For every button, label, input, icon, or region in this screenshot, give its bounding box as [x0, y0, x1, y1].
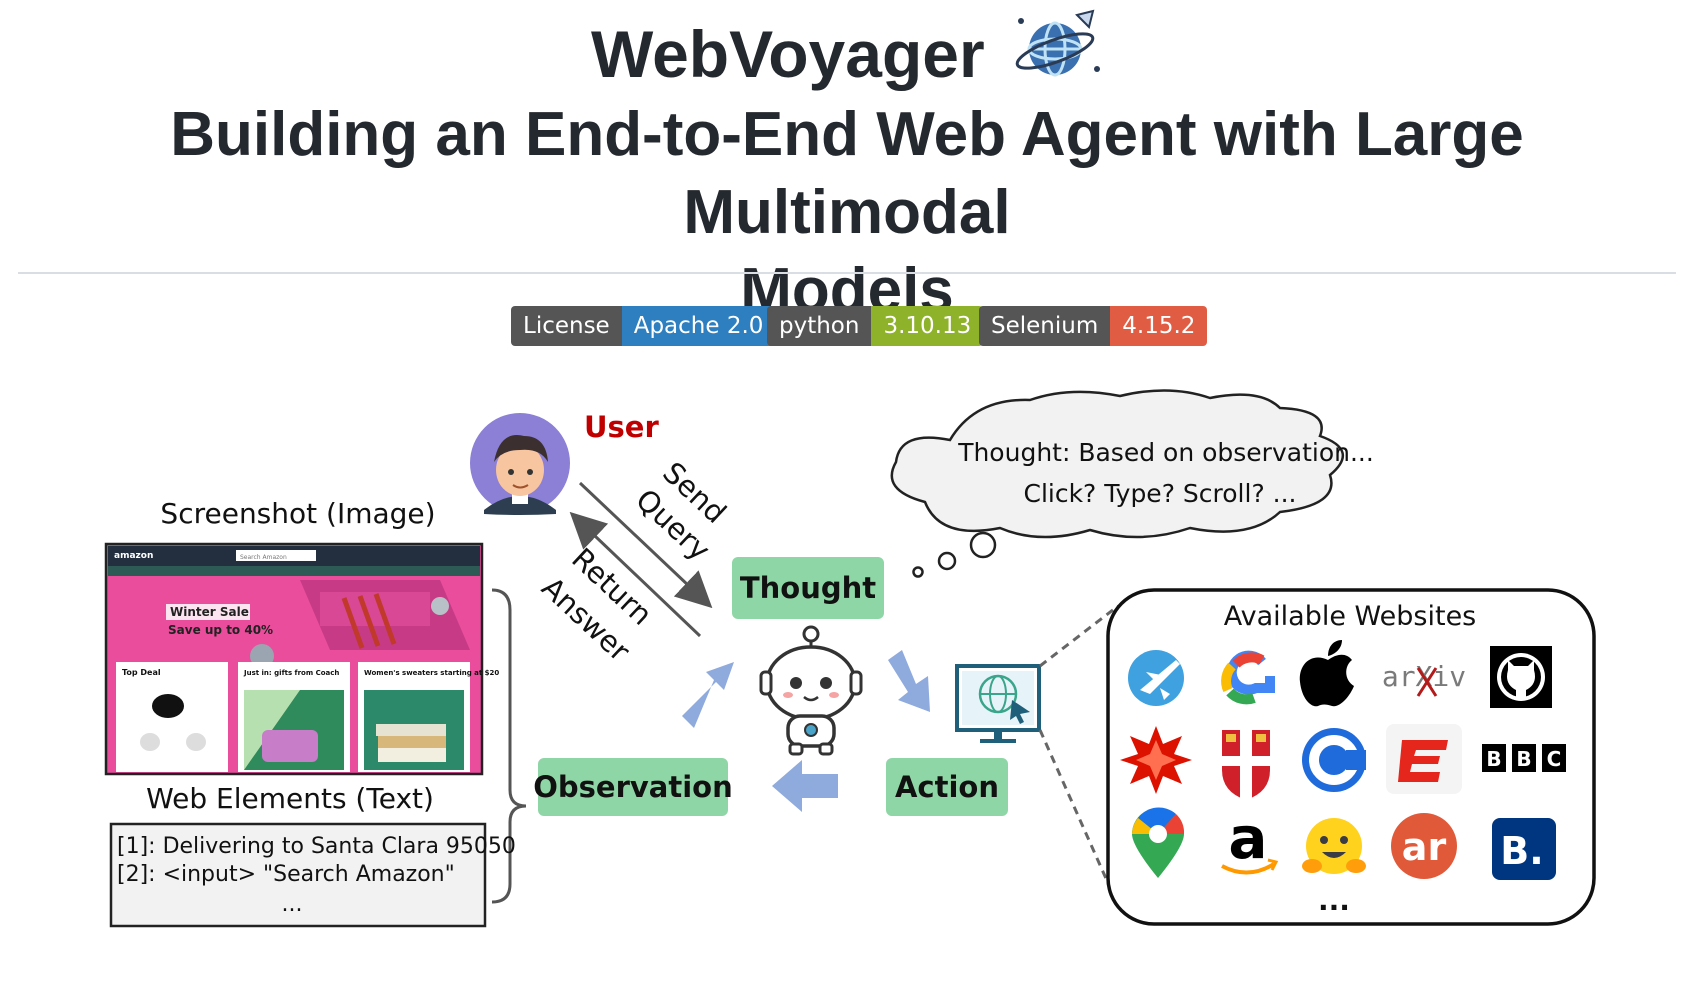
page-subtitle: Building an End-to-End Web Agent with La…	[0, 96, 1694, 330]
observation-to-agent-arrow	[682, 662, 734, 728]
allrecipes-text: ar	[1402, 825, 1447, 869]
huggingface-icon	[1302, 818, 1366, 874]
allrecipes-icon: ar	[1391, 813, 1457, 879]
license-badge-key: License	[511, 306, 622, 346]
thought-bubble-line2: Click? Type? Scroll? ...	[1023, 479, 1296, 508]
web-element-line1: [1]: Delivering to Santa Clara 95050	[117, 834, 516, 859]
cambridge-dictionary-icon	[1222, 730, 1270, 800]
arxiv-x-mark	[1416, 667, 1438, 697]
python-badge-value: 3.10.13	[871, 306, 984, 346]
screenshot-banner-sub: Save up to 40%	[168, 623, 273, 637]
screenshot-logo: amazon	[114, 551, 153, 561]
return-answer-arrow	[569, 511, 702, 638]
connector-bottom	[1038, 729, 1114, 893]
bracket	[491, 588, 527, 904]
more-sites-ellipsis: ...	[1318, 884, 1350, 917]
thought-cloud	[890, 389, 1345, 578]
amazon-screenshot: amazon Search Amazon Winter Sale Save up…	[104, 542, 499, 776]
observation-box	[538, 758, 728, 816]
screenshot-label: Screenshot (Image)	[160, 497, 435, 530]
action-box	[886, 758, 1008, 816]
license-badge[interactable]: License Apache 2.0	[511, 306, 776, 346]
globe-rocket-icon	[1011, 7, 1103, 100]
header-divider	[18, 272, 1676, 274]
robot-agent-icon	[759, 625, 863, 756]
available-websites-label: Available Websites	[1224, 601, 1477, 632]
browser-monitor-icon	[955, 664, 1041, 743]
screenshot-card1: Top Deal	[122, 668, 161, 677]
wolfram-alpha-icon	[1120, 726, 1192, 794]
python-badge[interactable]: python 3.10.13	[767, 306, 984, 346]
screenshot-search-placeholder: Search Amazon	[240, 554, 287, 561]
thought-label: Thought	[740, 571, 876, 605]
booking-icon: B.	[1492, 818, 1556, 880]
user-label: User	[584, 410, 659, 444]
web-element-line3: ...	[282, 892, 303, 917]
action-label: Action	[895, 770, 999, 804]
bbc-letter-3: C	[1547, 747, 1562, 771]
agent-to-action-arrow	[888, 650, 930, 712]
license-badge-value: Apache 2.0	[621, 306, 776, 346]
page-title: WebVoyager	[0, 9, 1694, 100]
python-badge-key: python	[767, 306, 872, 346]
bbc-letter-2: B	[1516, 747, 1531, 771]
web-elements-box	[109, 822, 487, 928]
bbc-icon: B B C	[1482, 744, 1566, 772]
google-maps-icon	[1132, 807, 1185, 878]
flights-icon	[1128, 650, 1184, 706]
connector-top	[1039, 604, 1119, 668]
action-to-observation-arrow	[772, 760, 838, 812]
screenshot-card2: Just in: gifts from Coach	[243, 669, 339, 677]
observation-label: Observation	[533, 770, 733, 804]
web-element-line2: [2]: <input> "Search Amazon"	[117, 862, 455, 887]
amazon-letter: a	[1228, 804, 1267, 872]
send-query-arrow	[578, 481, 713, 609]
google-icon	[1221, 650, 1275, 705]
espn-icon	[1386, 724, 1462, 794]
selenium-badge[interactable]: Selenium 4.15.2	[979, 306, 1208, 346]
screenshot-card3: Women's sweaters starting at $20	[364, 669, 499, 677]
bbc-letter-1: B	[1486, 747, 1501, 771]
github-icon	[1490, 646, 1552, 708]
page-title-text: WebVoyager	[590, 17, 985, 91]
coursera-icon	[1302, 728, 1366, 792]
screenshot-banner-title: Winter Sale	[170, 605, 249, 619]
selenium-badge-value: 4.15.2	[1110, 306, 1208, 346]
web-elements-label: Web Elements (Text)	[146, 782, 434, 815]
user-avatar-icon	[470, 413, 570, 515]
thought-bubble-line1: Thought: Based on observation...	[957, 438, 1374, 467]
amazon-icon: a	[1221, 804, 1279, 875]
page-subtitle-line1: Building an End-to-End Web Agent with La…	[170, 100, 1524, 247]
badge-row: License Apache 2.0 python 3.10.13 Seleni…	[0, 306, 1694, 346]
apple-icon	[1299, 640, 1354, 707]
booking-text: B.	[1500, 829, 1543, 873]
thought-box	[732, 557, 884, 619]
selenium-badge-key: Selenium	[979, 306, 1111, 346]
